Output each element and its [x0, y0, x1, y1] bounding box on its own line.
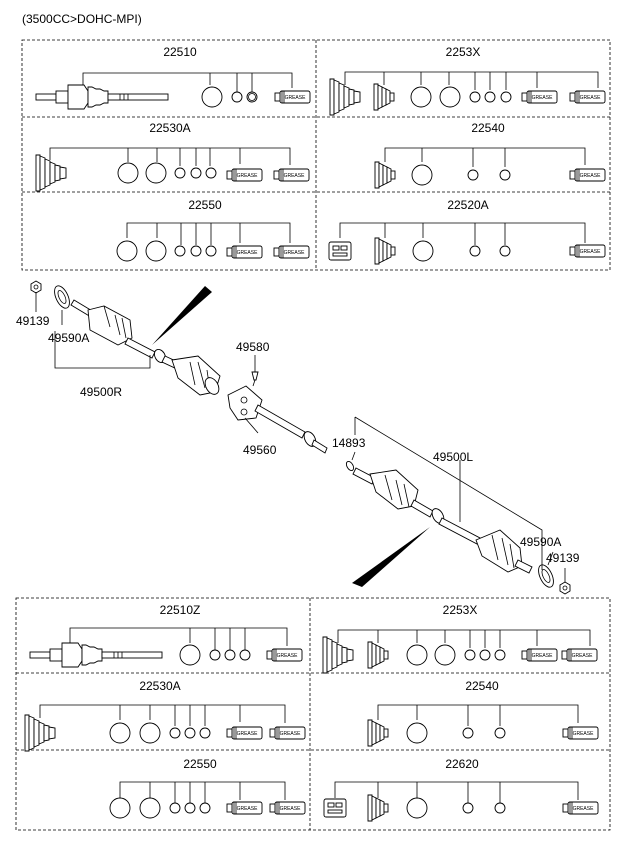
callout-49580: 49580	[236, 340, 270, 354]
top-kit-grid: 22510 GREASE 2253X GREASE GREASE	[21, 39, 611, 271]
kit-code: 22530A	[139, 679, 180, 693]
grease-label: GREASE	[573, 806, 595, 812]
kit-22550-bottom: 22550 GREASE GREASE	[109, 757, 306, 819]
grease-label: GREASE	[580, 95, 602, 101]
grease-label: GREASE	[580, 249, 602, 255]
kit-code: 22540	[471, 121, 505, 135]
kit-2253X-bottom: 2253X GREASE GREASE	[322, 603, 598, 674]
kit-code: 2253X	[443, 603, 478, 617]
washer-49590A-top	[54, 285, 70, 309]
kit-code: 22550	[183, 757, 217, 771]
callout-49500R: 49500R	[80, 385, 122, 399]
kit-2253X-top: 2253X GREASE GREASE	[329, 45, 606, 116]
kit-22540-bottom: 22540 GREASE	[367, 679, 599, 747]
grease-label: GREASE	[237, 173, 259, 179]
grease-label: GREASE	[580, 173, 602, 179]
kit-code: 22540	[465, 679, 499, 693]
kit-code: 22530A	[149, 121, 190, 135]
kit-code: 22510	[163, 45, 197, 59]
grease-label: GREASE	[280, 731, 302, 737]
callout-49500L: 49500L	[433, 450, 473, 464]
grease-label: GREASE	[280, 806, 302, 812]
nut-49139-top	[30, 280, 42, 294]
bottom-kit-grid: 22510Z GREASE 2253X GREASE GREASE	[15, 597, 611, 831]
washer-49590A-bottom	[538, 564, 554, 588]
grease-label: GREASE	[572, 653, 594, 659]
kit-code: 22620	[445, 757, 479, 771]
callout-49139-top: 49139	[16, 314, 50, 328]
grease-label: GREASE	[532, 95, 554, 101]
grease-label: GREASE	[237, 731, 259, 737]
kit-22530A-top: 22530A GREASE GREASE	[35, 121, 310, 192]
grease-label: GREASE	[285, 95, 307, 101]
kit-code: 2253X	[446, 45, 481, 59]
kit-22540-top: 22540 GREASE	[374, 121, 606, 189]
grease-label: GREASE	[277, 653, 299, 659]
kit-22530A-bottom: 22530A GREASE GREASE	[24, 679, 306, 752]
kit-code: 22520A	[447, 198, 488, 212]
grease-label: GREASE	[237, 806, 259, 812]
callout-14893: 14893	[332, 436, 366, 450]
kit-22620-bottom: 22620 GREASE	[323, 757, 599, 822]
grease-label: GREASE	[573, 731, 595, 737]
grease-label: GREASE	[237, 250, 259, 256]
grease-label: GREASE	[532, 653, 554, 659]
callout-49139-bottom: 49139	[546, 551, 580, 565]
grease-label: GREASE	[284, 250, 306, 256]
callout-49590A-bottom: 49590A	[520, 535, 561, 549]
kit-22520A-top: 22520A GREASE	[328, 198, 606, 265]
kit-22550-top: 22550 GREASE GREASE	[116, 198, 310, 262]
nut-49139-bottom	[559, 581, 571, 595]
ring-14893	[345, 460, 355, 472]
engine-note: (3500CC>DOHC-MPI)	[22, 12, 142, 26]
driveshaft-assembly: 49139 49590A 49500R 49580 49560 14893 49…	[16, 280, 580, 595]
left-shaft	[345, 416, 571, 595]
callout-49590A-top: 49590A	[48, 331, 89, 345]
kit-22510-top: 22510 GREASE	[35, 45, 311, 110]
callout-49560: 49560	[243, 443, 277, 457]
kit-code: 22510Z	[160, 603, 201, 617]
grease-label: GREASE	[284, 173, 306, 179]
right-shaft	[30, 280, 328, 454]
kit-22510Z-bottom: 22510Z GREASE	[29, 603, 303, 668]
kit-code: 22550	[188, 198, 222, 212]
